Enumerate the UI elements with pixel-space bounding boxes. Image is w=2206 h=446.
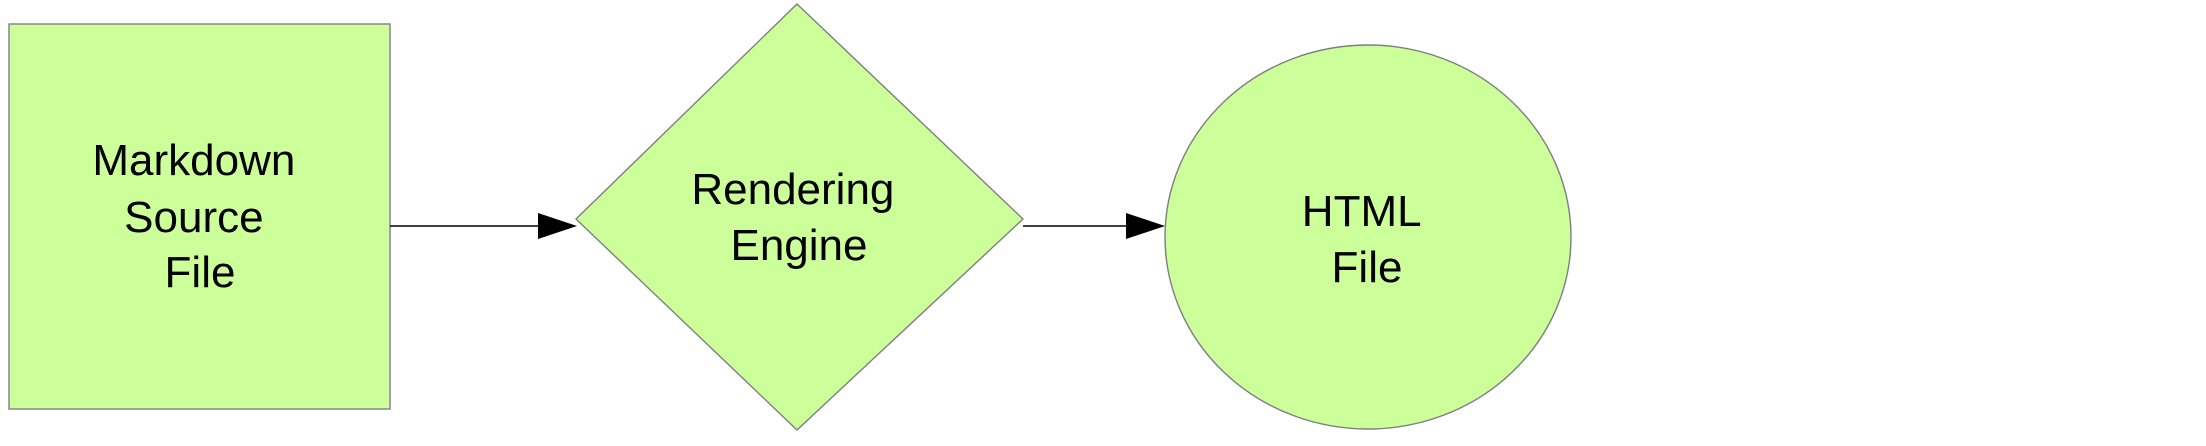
node-label: HTML File: [1302, 187, 1432, 292]
circle-shape: [1164, 44, 1572, 430]
diamond-shape: [574, 3, 1025, 431]
node-rendering-engine: Rendering Engine: [574, 3, 1025, 431]
node-label: Markdown Source File: [92, 136, 307, 297]
label-line: Source: [124, 193, 263, 242]
node-label: Rendering Engine: [691, 165, 906, 270]
label-line: File: [165, 248, 236, 297]
label-line: Markdown: [92, 136, 295, 185]
node-markdown-source-file: Markdown Source File: [8, 23, 391, 410]
arrowhead-icon: [1126, 213, 1165, 239]
label-line: Rendering: [691, 165, 894, 214]
label-line: File: [1332, 243, 1403, 292]
rectangle-shape: [8, 23, 391, 410]
label-line: HTML: [1302, 187, 1421, 236]
label-line: Engine: [730, 221, 867, 270]
edge-engine-to-html: [1023, 213, 1165, 239]
node-html-file: HTML File: [1164, 44, 1572, 430]
edge-source-to-engine: [390, 213, 577, 239]
arrowhead-icon: [538, 213, 577, 239]
